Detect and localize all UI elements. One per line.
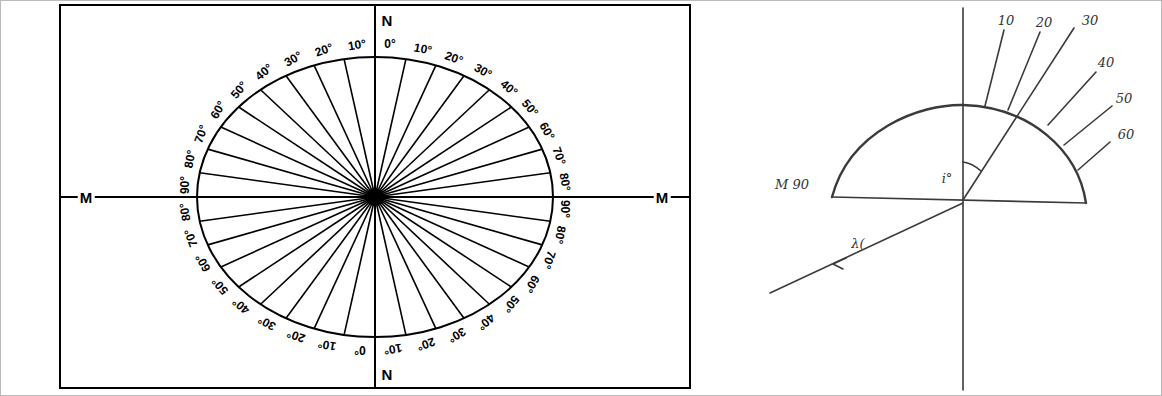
sketch-arc bbox=[832, 105, 1086, 203]
degree-label: 50° bbox=[209, 275, 230, 297]
degree-label: 30° bbox=[472, 61, 494, 80]
degree-label: 70° bbox=[192, 123, 209, 144]
degree-label: 10° bbox=[317, 338, 337, 353]
radial-line bbox=[374, 57, 376, 197]
radial-line bbox=[375, 173, 550, 197]
radial-line bbox=[221, 127, 375, 197]
degree-label: 60° bbox=[538, 120, 557, 142]
sketch-label: λ( bbox=[851, 237, 864, 250]
radial-line bbox=[374, 197, 376, 337]
sketch-label: 20 bbox=[1036, 16, 1053, 29]
radial-line bbox=[261, 90, 375, 197]
degree-label: 80° bbox=[552, 225, 567, 245]
radial-line bbox=[375, 107, 511, 197]
radial-line bbox=[375, 76, 464, 197]
axis-letter: N bbox=[380, 12, 395, 29]
degree-label: 0° bbox=[384, 38, 395, 50]
sketch-arrowhead bbox=[833, 258, 846, 269]
degree-label: 40° bbox=[230, 296, 252, 317]
radial-line bbox=[375, 197, 436, 329]
degree-label: 70° bbox=[540, 250, 557, 271]
radial-line bbox=[375, 149, 542, 197]
radial-line bbox=[375, 196, 553, 198]
degree-label: 90° bbox=[179, 176, 191, 194]
degree-label: 20° bbox=[285, 327, 306, 344]
radial-line bbox=[197, 196, 375, 198]
radial-line bbox=[239, 197, 375, 287]
degree-label: 60° bbox=[523, 273, 542, 295]
degree-label: 70° bbox=[550, 146, 567, 167]
radial-line bbox=[375, 197, 406, 335]
degree-label: 40° bbox=[498, 77, 520, 98]
radial-lines bbox=[197, 57, 553, 337]
degree-label: 30° bbox=[282, 49, 304, 68]
axis-letter: N bbox=[380, 366, 395, 383]
sketch-diameter bbox=[832, 197, 1086, 203]
sketch-arrow-line bbox=[770, 203, 963, 293]
angle-arc bbox=[963, 162, 981, 171]
radial-line bbox=[375, 197, 529, 267]
sketch-label: M 90 bbox=[775, 178, 809, 191]
degree-label: 30° bbox=[446, 325, 468, 344]
degree-label: 40° bbox=[475, 311, 497, 332]
axis-letter: M bbox=[654, 189, 671, 206]
radial-line bbox=[208, 197, 375, 245]
degree-label: 10° bbox=[383, 342, 403, 357]
sketch-label: 10 bbox=[998, 14, 1015, 27]
degree-label: 80° bbox=[558, 172, 573, 192]
sketch-label: 50 bbox=[1116, 92, 1133, 105]
hand-sketch bbox=[770, 8, 1112, 390]
degree-label: 60° bbox=[208, 99, 227, 121]
radial-line bbox=[314, 65, 375, 197]
degree-label: 10° bbox=[347, 37, 367, 52]
radial-line bbox=[286, 197, 375, 318]
radial-line bbox=[344, 59, 375, 197]
degree-label: 10° bbox=[413, 41, 433, 56]
sketch-label: 40 bbox=[1098, 56, 1115, 69]
leader-line bbox=[1064, 106, 1112, 145]
degree-label: 70° bbox=[182, 227, 199, 248]
angle-label: i° bbox=[942, 172, 953, 185]
radial-line bbox=[375, 197, 489, 304]
degree-label: 50° bbox=[228, 79, 249, 101]
degree-label: 50° bbox=[520, 97, 541, 119]
degree-label: 90° bbox=[559, 200, 571, 218]
degree-label: 30° bbox=[256, 313, 278, 332]
leader-line bbox=[1048, 72, 1096, 125]
degree-label: 40° bbox=[253, 62, 275, 83]
ellipse-outline bbox=[197, 57, 553, 337]
leader-line bbox=[985, 30, 1004, 106]
axis-letter: M bbox=[78, 189, 95, 206]
sketch-label: 60 bbox=[1118, 128, 1135, 141]
centre-dot bbox=[366, 188, 384, 206]
degree-label: 0° bbox=[354, 344, 365, 356]
radial-line bbox=[200, 197, 375, 221]
degree-label: 20° bbox=[313, 41, 334, 58]
sketch-label: 30 bbox=[1082, 14, 1099, 27]
degree-label: 80° bbox=[177, 202, 192, 222]
degree-label: 20° bbox=[444, 49, 465, 66]
degree-label: 80° bbox=[183, 149, 198, 169]
leader-line bbox=[1078, 142, 1110, 170]
degree-label: 20° bbox=[415, 336, 436, 353]
degree-label: 50° bbox=[501, 293, 522, 315]
panel-frame bbox=[60, 5, 690, 388]
degree-label: 60° bbox=[193, 252, 212, 274]
leader-line bbox=[1008, 32, 1040, 110]
